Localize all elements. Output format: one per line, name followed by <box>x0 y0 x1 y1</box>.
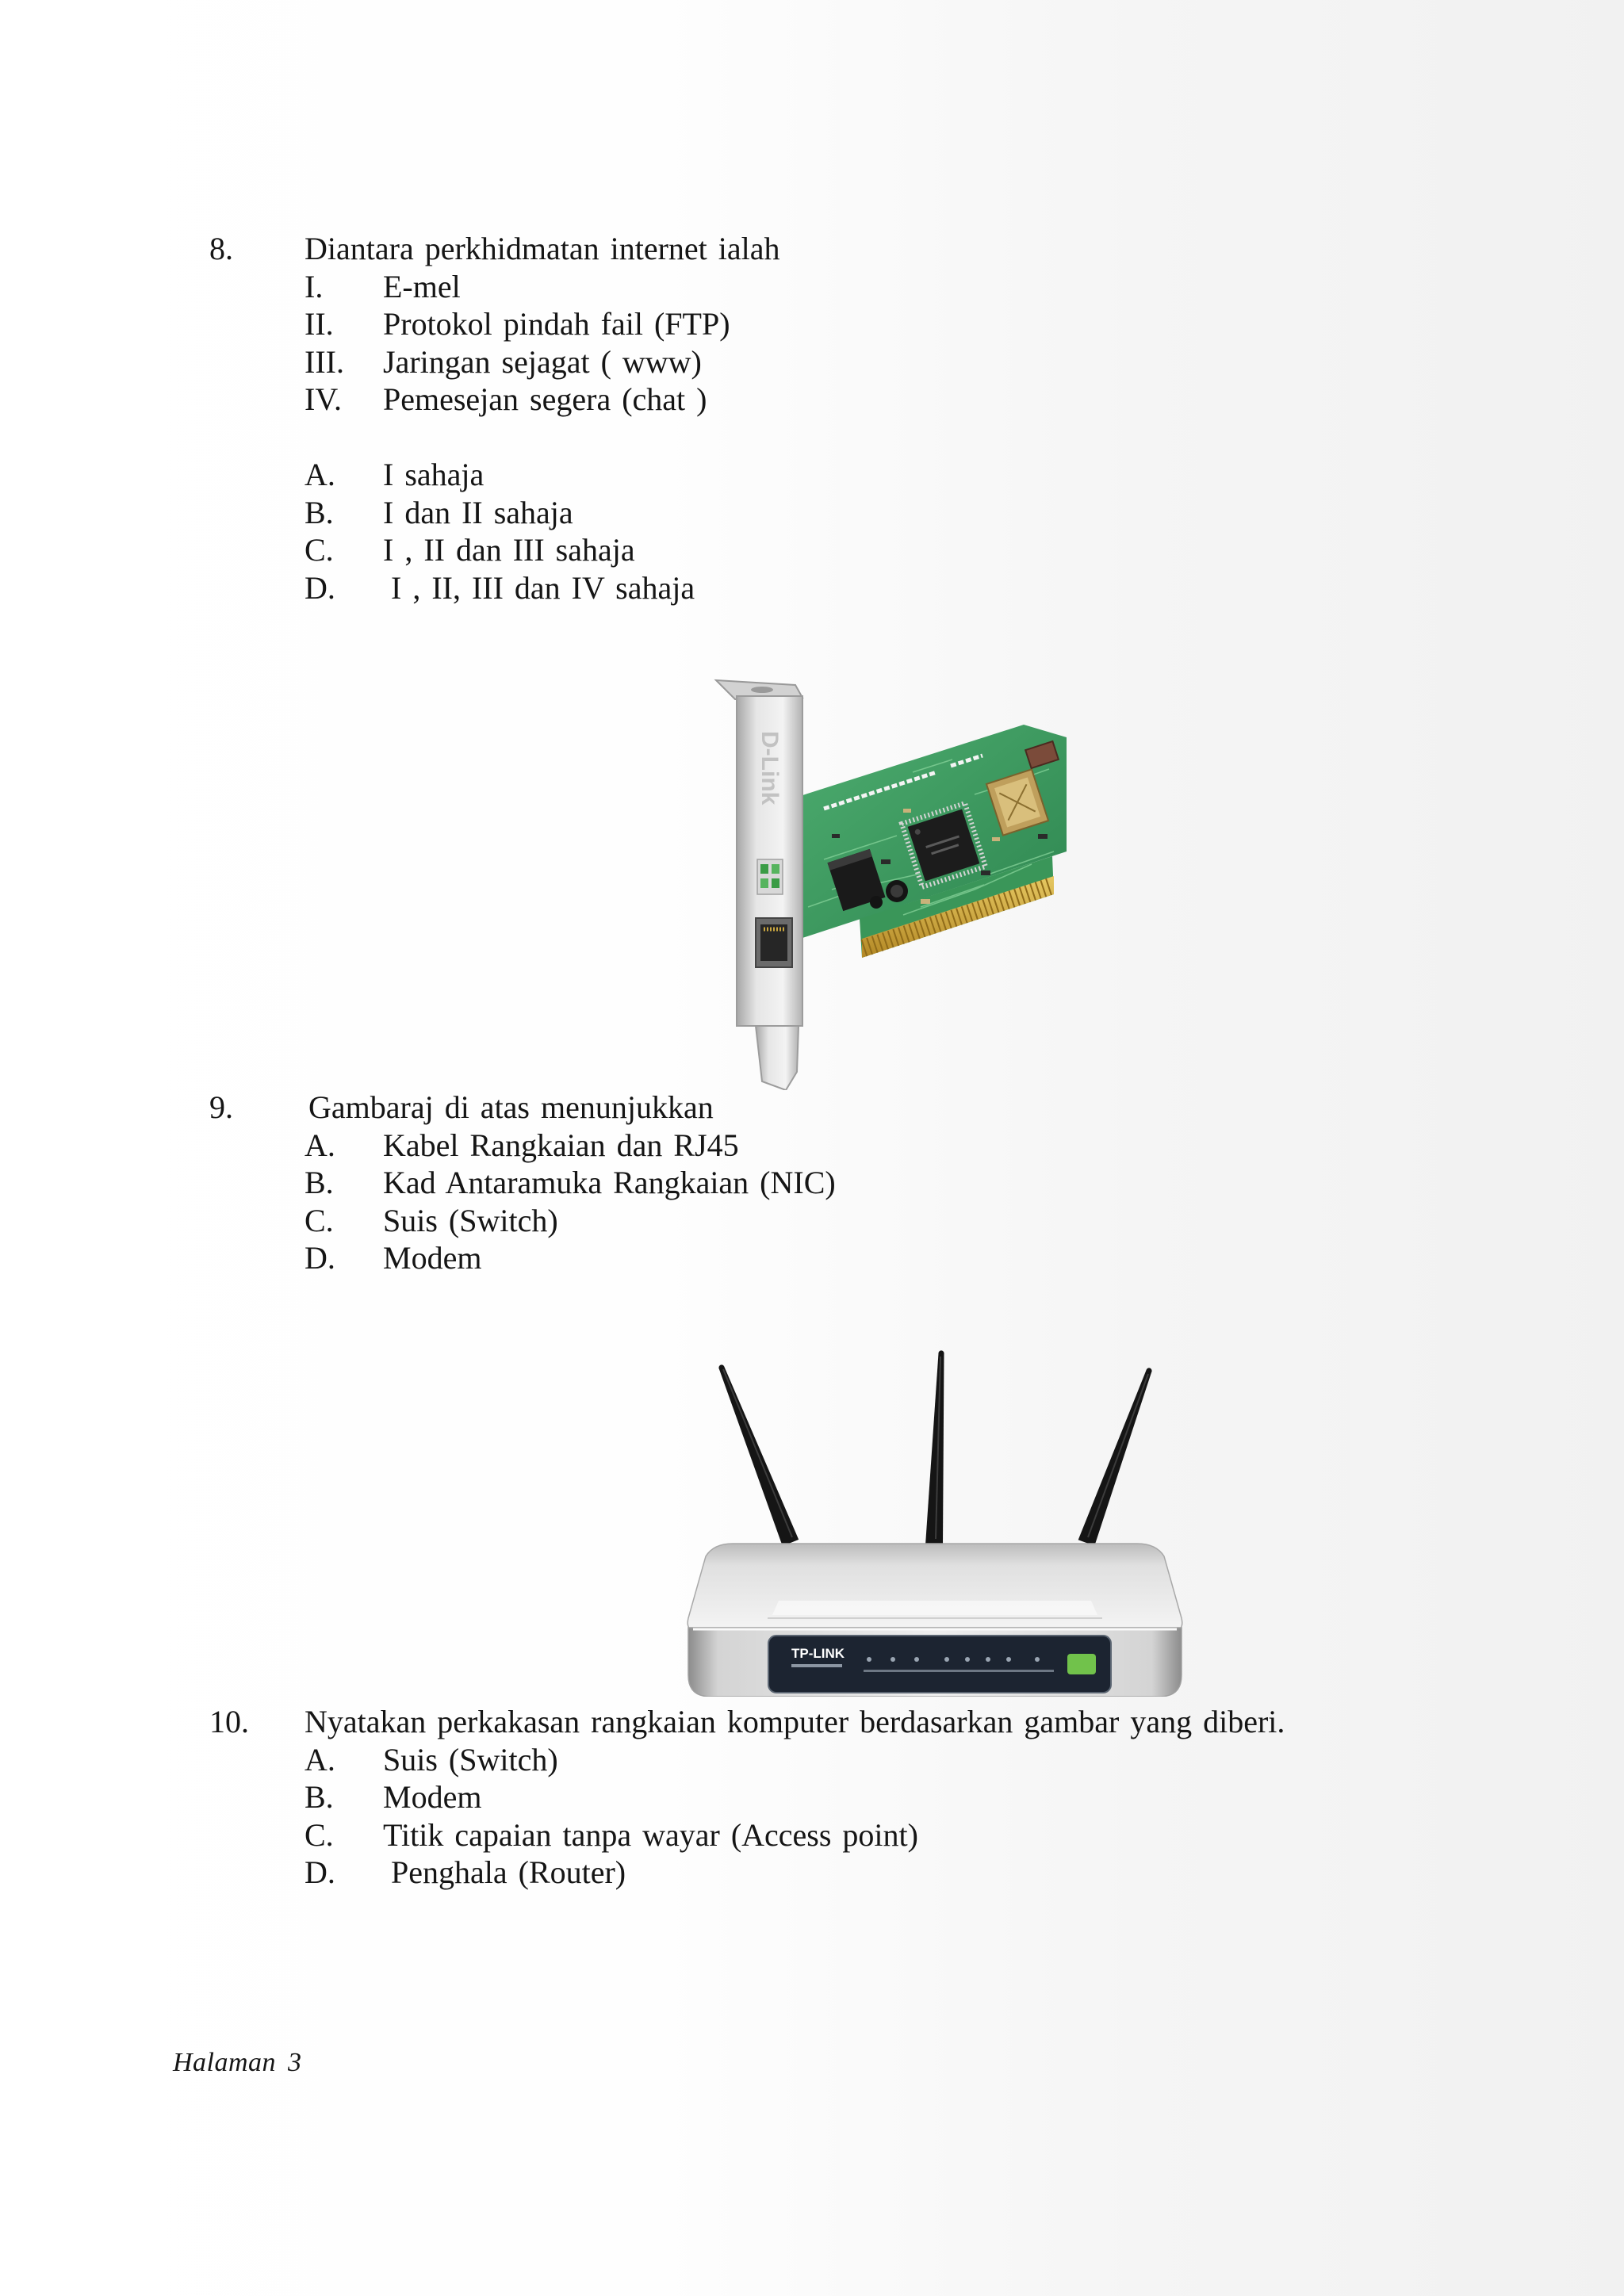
small-components <box>832 740 1060 904</box>
statement-text: E-mel <box>383 268 461 304</box>
question-8: 8. Diantara perkhidmatan internet ialah … <box>209 230 780 607</box>
question-number: 9. <box>209 1089 233 1125</box>
option-text: Kad Antaramuka Rangkaian (NIC) <box>383 1165 836 1200</box>
option-text: Modem <box>383 1779 482 1815</box>
answer-option: A. Kabel Rangkaian dan RJ45 <box>209 1127 836 1165</box>
question-9: 9. Gambaraj di atas menunjukkan A. Kabel… <box>209 1089 836 1277</box>
nic-brand-logo: D-Link <box>756 731 783 806</box>
statement-label: II. <box>304 306 334 342</box>
option-text: Kabel Rangkaian dan RJ45 <box>383 1127 739 1163</box>
question-stem-row: 9. Gambaraj di atas menunjukkan <box>209 1089 836 1127</box>
option-label: B. <box>304 494 334 530</box>
option-label: A. <box>304 1741 335 1777</box>
status-led-row <box>867 1657 1040 1662</box>
capacitors <box>870 880 908 909</box>
option-label: A. <box>304 457 335 492</box>
option-label: D. <box>304 1854 335 1890</box>
answer-option: B. I dan II sahaja <box>209 494 780 532</box>
statement-item: IV. Pemesejan segera (chat ) <box>209 381 780 419</box>
antenna-middle <box>925 1350 944 1545</box>
antenna-left <box>718 1364 799 1547</box>
option-label: A. <box>304 1127 335 1163</box>
question-stem-row: 8. Diantara perkhidmatan internet ialah <box>209 230 780 268</box>
pci-gold-fingers <box>860 876 1055 958</box>
answer-option: A. Suis (Switch) <box>209 1741 1285 1779</box>
option-label: D. <box>304 569 335 606</box>
metal-chip <box>985 768 1050 836</box>
wireless-router-image: TP-LINK <box>687 1350 1183 1697</box>
option-text: Penghala (Router) <box>391 1854 626 1890</box>
question-stem: Nyatakan perkakasan rangkaian komputer b… <box>304 1704 1285 1739</box>
question-number: 10. <box>209 1704 249 1739</box>
statement-item: I. E-mel <box>209 268 780 306</box>
antenna-right <box>1078 1368 1152 1546</box>
statement-item: II. Protokol pindah fail (FTP) <box>209 305 780 343</box>
option-label: B. <box>304 1779 334 1815</box>
statement-text: Protokol pindah fail (FTP) <box>383 306 730 342</box>
question-number: 8. <box>209 231 233 266</box>
option-text: Suis (Switch) <box>383 1741 558 1777</box>
option-text: Titik capaian tanpa wayar (Access point) <box>383 1816 918 1853</box>
network-interface-card-image: D-Link <box>714 679 1067 1090</box>
statement-label: IV. <box>304 381 343 417</box>
answer-option: D. Modem <box>209 1239 836 1277</box>
statement-item: III. Jaringan sejagat ( www) <box>209 343 780 381</box>
question-10: 10. Nyatakan perkakasan rangkaian komput… <box>209 1703 1285 1892</box>
spacer <box>209 419 780 457</box>
option-label: D. <box>304 1240 335 1276</box>
option-label: C. <box>304 1202 334 1238</box>
question-stem-row: 10. Nyatakan perkakasan rangkaian komput… <box>209 1703 1285 1741</box>
answer-option: C. Titik capaian tanpa wayar (Access poi… <box>209 1816 1285 1854</box>
option-text: Suis (Switch) <box>383 1202 558 1238</box>
answer-option: B. Kad Antaramuka Rangkaian (NIC) <box>209 1164 836 1202</box>
answer-option: C. Suis (Switch) <box>209 1202 836 1240</box>
statement-text: Jaringan sejagat ( www) <box>383 343 702 380</box>
answer-option: B. Modem <box>209 1778 1285 1816</box>
option-text: I dan II sahaja <box>383 494 573 530</box>
option-text: I sahaja <box>383 457 485 492</box>
answer-option: D. I , II, III dan IV sahaja <box>209 569 780 607</box>
wps-button <box>1067 1654 1096 1674</box>
led-indicators <box>756 859 783 895</box>
option-text: I , II dan III sahaja <box>383 532 635 568</box>
answer-option: D. Penghala (Router) <box>209 1854 1285 1892</box>
page-footer: Halaman 3 <box>173 2048 302 2077</box>
answer-option: A. I sahaja <box>209 456 780 494</box>
statement-label: I. <box>304 268 324 304</box>
option-text: Modem <box>383 1240 482 1276</box>
answer-option: C. I , II dan III sahaja <box>209 531 780 569</box>
front-status-panel: TP-LINK <box>768 1635 1112 1693</box>
statement-label: III. <box>304 343 344 380</box>
transformer-block <box>827 848 886 912</box>
option-label: C. <box>304 1816 334 1853</box>
question-stem: Diantara perkhidmatan internet ialah <box>304 231 780 266</box>
option-text: I , II, III dan IV sahaja <box>391 569 695 606</box>
router-brand-logo: TP-LINK <box>791 1646 845 1661</box>
option-label: C. <box>304 532 334 568</box>
option-label: B. <box>304 1165 334 1200</box>
rj45-port <box>755 917 793 968</box>
statement-text: Pemesejan segera (chat ) <box>383 381 707 417</box>
question-stem: Gambaraj di atas menunjukkan <box>308 1089 714 1125</box>
